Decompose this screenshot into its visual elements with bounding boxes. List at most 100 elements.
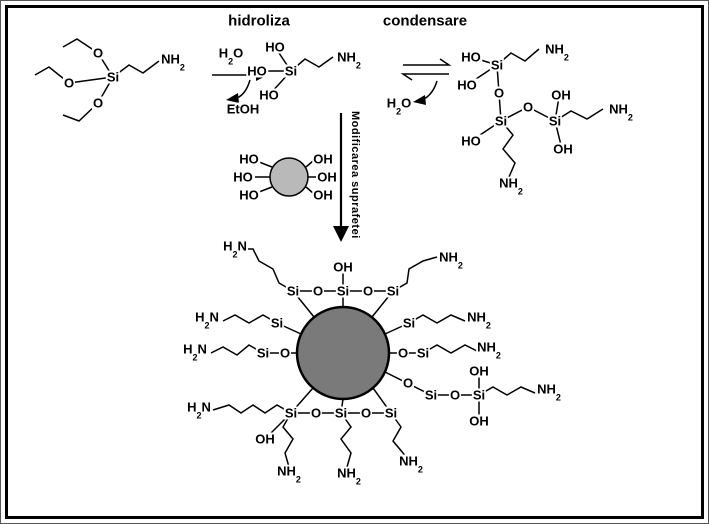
ho-group-label: HO bbox=[456, 77, 478, 93]
h-text: H bbox=[195, 309, 205, 325]
subscript-2: 2 bbox=[295, 474, 301, 485]
subscript-2: 2 bbox=[179, 62, 185, 73]
h2o-hook-arrowhead bbox=[413, 95, 426, 105]
nh-text: NH bbox=[337, 465, 356, 481]
nh-text: NH bbox=[399, 453, 418, 469]
subscript-2: 2 bbox=[204, 320, 210, 331]
si-atom-label: Si bbox=[489, 57, 505, 73]
si-atom-label: Si bbox=[401, 315, 417, 331]
oh-group-label: OH bbox=[312, 151, 334, 167]
h2o-label: H2O bbox=[217, 45, 245, 67]
equilibrium-arrows bbox=[400, 58, 452, 100]
oh-group-label: OH bbox=[332, 259, 354, 275]
nh-text: NH bbox=[161, 51, 180, 67]
o-text: O bbox=[401, 95, 412, 111]
nh-text: NH bbox=[537, 381, 556, 397]
o-atom-label: O bbox=[62, 75, 76, 91]
oh-group-label: OH bbox=[468, 413, 490, 429]
nh-text: NH bbox=[467, 309, 486, 325]
nh2-group-label: NH2 bbox=[544, 42, 570, 62]
h2o-label: H2O bbox=[385, 95, 413, 117]
ho-group-label: HO bbox=[460, 133, 482, 149]
o-atom-label: O bbox=[521, 99, 535, 115]
surface-modification-caption: Modificarea suprafetei bbox=[349, 111, 361, 239]
o-atom-label: O bbox=[91, 45, 105, 61]
ho-group-label: HO bbox=[460, 49, 482, 65]
o-text: O bbox=[233, 45, 244, 61]
nh2-group-label: NH2 bbox=[608, 102, 634, 123]
o-atom-label: O bbox=[396, 345, 410, 361]
ho-group-label: HO bbox=[238, 187, 260, 203]
nh2-group-label: NH2 bbox=[336, 465, 362, 487]
small-silica-particle bbox=[269, 157, 309, 197]
o-atom-label: O bbox=[448, 387, 462, 403]
si-atom-label: Si bbox=[547, 113, 563, 129]
small-particle-bonds bbox=[255, 160, 316, 194]
nh-text: NH bbox=[477, 339, 496, 355]
ho-group-label: HO bbox=[264, 39, 286, 55]
ho-group-label: HO bbox=[232, 169, 254, 185]
o-atom-label: O bbox=[492, 85, 506, 101]
si-atom-label: Si bbox=[493, 113, 509, 129]
oh-group-label: OH bbox=[312, 187, 334, 203]
etoh-hook-arrowhead bbox=[226, 93, 239, 103]
si-atom-label: Si bbox=[333, 405, 349, 421]
subscript-2: 2 bbox=[228, 56, 234, 67]
subscript-2: 2 bbox=[555, 392, 561, 403]
nh-text: NH bbox=[337, 49, 356, 65]
subscript-2: 2 bbox=[457, 260, 463, 271]
subscript-2: 2 bbox=[495, 350, 501, 361]
si-atom-label: Si bbox=[285, 283, 301, 299]
h-text: H bbox=[386, 95, 397, 111]
h2n-group-label: H2N bbox=[222, 238, 248, 260]
condensation-heading: condensare bbox=[382, 12, 468, 30]
o-atom-label: O bbox=[361, 283, 375, 299]
h2n-group-label: H2N bbox=[182, 341, 208, 362]
n-text: N bbox=[197, 341, 207, 357]
nh2-group-label: NH2 bbox=[276, 463, 302, 485]
si-atom-label: Si bbox=[415, 345, 431, 361]
nh2-group-label: NH2 bbox=[476, 339, 502, 361]
subscript-2: 2 bbox=[417, 464, 423, 475]
subscript-2: 2 bbox=[396, 106, 402, 117]
oh-group-label: OH bbox=[316, 169, 338, 185]
hydrolysis-heading: hidroliza bbox=[228, 12, 290, 30]
subscript-2: 2 bbox=[232, 249, 238, 260]
si-atom-label: Si bbox=[269, 315, 285, 331]
ho-group-label: HO bbox=[258, 87, 280, 103]
oh-group-label: OH bbox=[254, 431, 276, 447]
condensed-siloxane-bonds bbox=[466, 48, 604, 178]
oh-group-label: OH bbox=[552, 141, 574, 157]
oh-group-label: OH bbox=[550, 87, 572, 103]
nh2-group-label: NH2 bbox=[398, 453, 424, 475]
si-atom-label: Si bbox=[283, 405, 299, 421]
si-atom-label: Si bbox=[283, 63, 299, 79]
subscript-2: 2 bbox=[355, 476, 361, 487]
n-text: N bbox=[209, 309, 219, 325]
nh2-group-label: NH2 bbox=[536, 381, 562, 403]
si-atom-label: Si bbox=[471, 387, 487, 403]
nh-text: NH bbox=[439, 249, 458, 265]
si-atom-label: Si bbox=[105, 69, 121, 85]
o-atom-label: O bbox=[311, 283, 325, 299]
h-text: H bbox=[218, 45, 229, 61]
n-text: N bbox=[201, 399, 211, 415]
nh-text: NH bbox=[277, 463, 296, 479]
bond-lines bbox=[34, 38, 604, 468]
core-silica-particle bbox=[295, 305, 391, 401]
subscript-2: 2 bbox=[627, 112, 633, 123]
o-atom-label: O bbox=[359, 405, 373, 421]
subscript-2: 2 bbox=[355, 60, 361, 71]
h-text: H bbox=[223, 238, 233, 254]
si-atom-label: Si bbox=[335, 283, 351, 299]
si-atom-label: Si bbox=[423, 387, 439, 403]
oh-group-label: OH bbox=[468, 363, 490, 379]
nh2-group-label: NH2 bbox=[336, 49, 362, 71]
etoh-label: EtOH bbox=[225, 101, 261, 117]
o-atom-label: O bbox=[309, 405, 323, 421]
n-text: N bbox=[237, 238, 247, 254]
nh-text: NH bbox=[499, 175, 518, 191]
si-atom-label: Si bbox=[383, 405, 399, 421]
h-text: H bbox=[187, 399, 197, 415]
o-atom-label: O bbox=[91, 95, 105, 111]
